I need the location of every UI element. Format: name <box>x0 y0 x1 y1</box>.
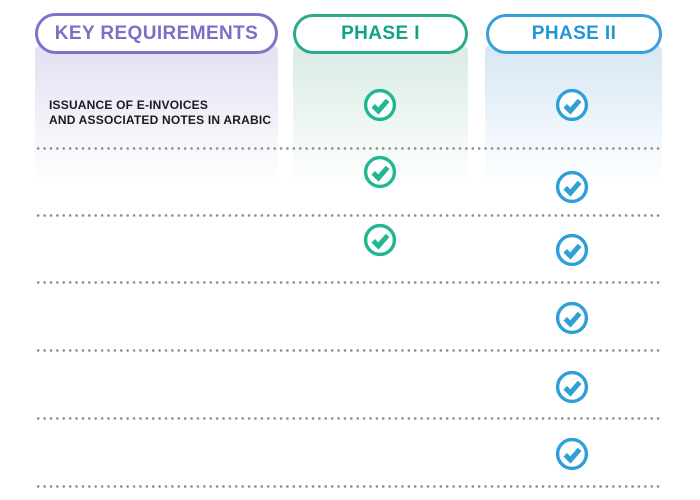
check-circle-icon <box>555 437 589 471</box>
row-divider <box>35 417 663 420</box>
row-divider <box>35 349 663 352</box>
check-circle-icon <box>363 88 397 122</box>
check-circle-icon <box>555 233 589 267</box>
row-divider <box>35 485 663 488</box>
row-divider <box>35 281 663 284</box>
check-circle-icon <box>363 223 397 257</box>
check-circle-icon <box>555 170 589 204</box>
requirement-label: ISSUANCE OF E-INVOICES AND ASSOCIATED NO… <box>49 98 272 127</box>
check-circle-icon <box>555 88 589 122</box>
check-circle-icon <box>555 370 589 404</box>
check-circle-icon <box>555 301 589 335</box>
column-card-key-requirements <box>35 44 278 179</box>
column-header-phase-1: PHASE I <box>293 14 468 54</box>
column-header-phase-2: PHASE II <box>486 14 662 54</box>
check-circle-icon <box>363 155 397 189</box>
column-header-key-requirements: KEY REQUIREMENTS <box>35 13 278 54</box>
row-divider <box>35 214 663 217</box>
row-divider <box>35 147 663 150</box>
